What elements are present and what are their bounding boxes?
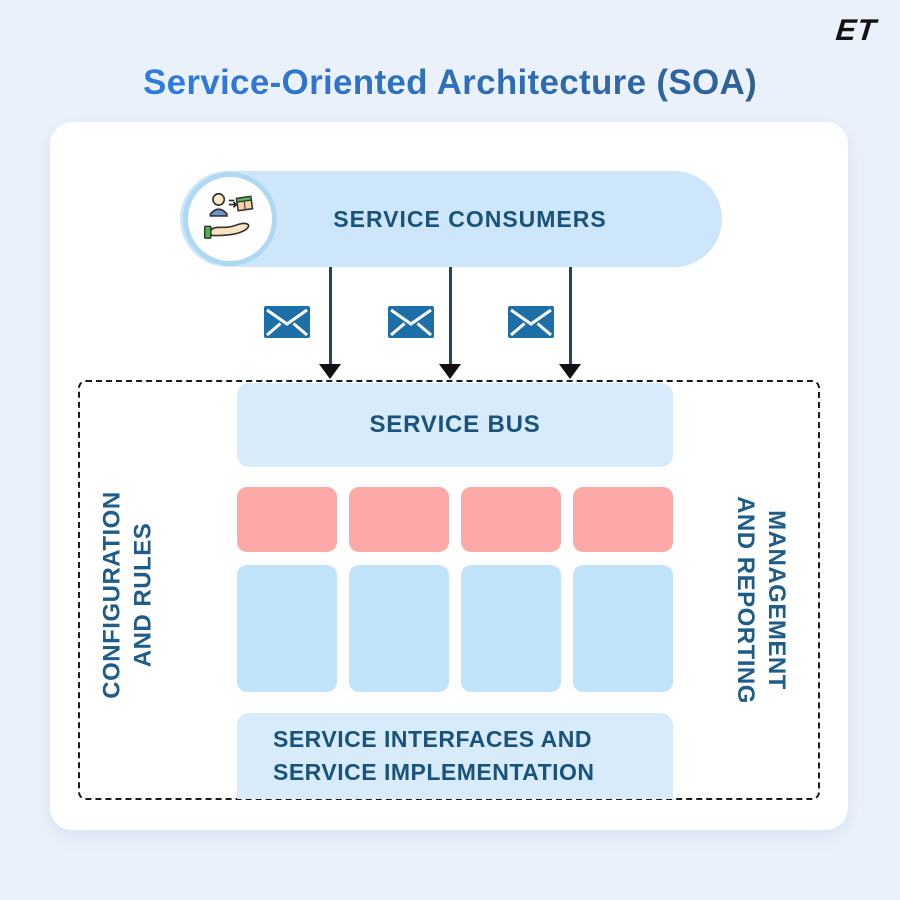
consumers-icon-badge — [183, 172, 277, 266]
service-interfaces-line2: SERVICE IMPLEMENTATION — [273, 759, 595, 785]
blue-service-slot — [573, 565, 673, 692]
blue-service-slot — [237, 565, 337, 692]
service-bus-label: SERVICE BUS — [369, 411, 541, 438]
arrow-down-icon — [439, 267, 461, 379]
service-consumers-label: SERVICE CONSUMERS — [333, 205, 607, 232]
red-service-slot — [573, 487, 673, 552]
red-service-slot — [461, 487, 561, 552]
page-title: Service-Oriented Architecture (SOA) — [0, 63, 900, 103]
configuration-and-rules-label: CONFIGURATION AND RULES — [99, 491, 157, 699]
blue-service-slot-row — [237, 565, 673, 692]
red-service-slot-row — [237, 487, 673, 552]
red-service-slot — [349, 487, 449, 552]
hand-holding-package-icon — [199, 186, 261, 253]
blue-service-slot — [349, 565, 449, 692]
esb-boundary — [78, 380, 820, 800]
envelope-icon — [263, 305, 311, 339]
management-and-reporting-label: MANAGEMENT AND REPORTING — [732, 496, 790, 704]
red-service-slot — [237, 487, 337, 552]
service-interfaces-line1: SERVICE INTERFACES AND — [273, 726, 592, 752]
service-interfaces-bar: SERVICE INTERFACES AND SERVICE IMPLEMENT… — [237, 713, 673, 799]
et-logo: ET — [833, 14, 878, 47]
arrow-down-icon — [559, 267, 581, 379]
envelope-icon — [387, 305, 435, 339]
envelope-icon — [507, 305, 555, 339]
arrow-down-icon — [319, 267, 341, 379]
service-bus-bar: SERVICE BUS — [237, 383, 673, 467]
blue-service-slot — [461, 565, 561, 692]
